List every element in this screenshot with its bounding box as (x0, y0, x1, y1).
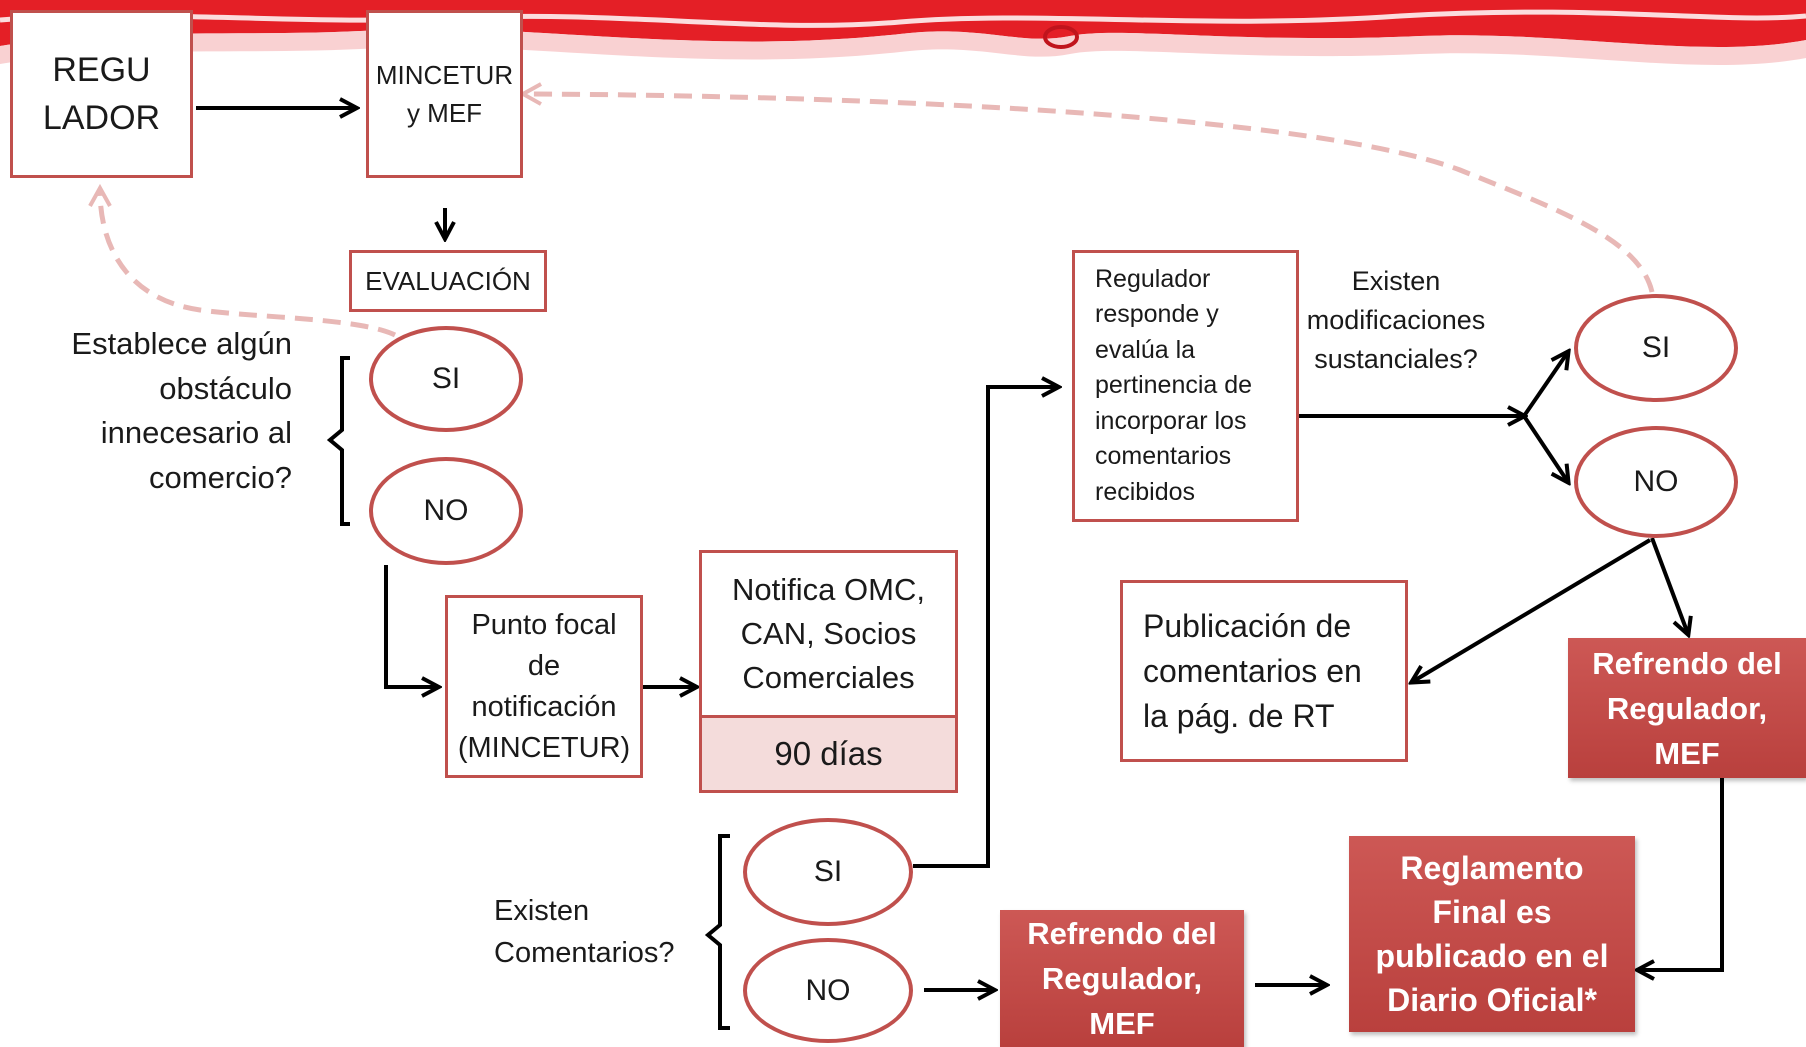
dashed-si-to-regulador (100, 190, 397, 338)
question-obstaculo: Establece algún obstáculo innecesario al… (71, 326, 292, 495)
publicacion-box: Publicación de comentarios en la pág. de… (1120, 580, 1408, 762)
arrow-no-to-publicacion (1412, 538, 1652, 682)
notifica-box: Notifica OMC, CAN, Socios Comerciales (699, 550, 958, 718)
si-option-modificaciones: SI (1574, 294, 1738, 402)
arrow-refrendo2-to-reglamento (1638, 778, 1724, 970)
bracket-comentarios (704, 834, 730, 1030)
no-option-obstaculo: NO (369, 457, 523, 565)
brackets (326, 356, 730, 1030)
black-arrows (196, 108, 1724, 990)
bracket-obstaculo (326, 356, 350, 526)
no-option-modificaciones: NO (1574, 426, 1738, 538)
refrendo-box-1: Refrendo del Regulador, MEF (1000, 910, 1244, 1047)
regulador-box: REGU LADOR (10, 10, 193, 178)
no-option-comentarios: NO (743, 938, 913, 1043)
regulador-responde-box: Regulador responde y evalúa la pertinenc… (1072, 250, 1299, 522)
evaluacion-box: EVALUACIÓN (349, 250, 547, 312)
si-option-obstaculo: SI (369, 326, 523, 432)
pink-dashed-arrows (100, 94, 1655, 338)
dashed-si-to-mincetur (525, 94, 1655, 293)
arrow-junction-to-si (1522, 352, 1568, 418)
arrow-junction-to-no (1522, 414, 1568, 482)
arrow-no-to-refrendo-2 (1650, 537, 1688, 634)
punto-focal-box: Punto focal de notificación (MINCETUR) (445, 595, 643, 778)
refrendo-box-2: Refrendo del Regulador, MEF (1568, 638, 1806, 778)
si-option-comentarios: SI (743, 818, 913, 926)
mincetur-mef-box: MINCETUR y MEF (366, 10, 523, 178)
duration-box: 90 días (699, 715, 958, 793)
question-comentarios: Existen Comentarios? (494, 895, 675, 969)
question-modificaciones: Existen modificaciones sustanciales? (1306, 266, 1486, 374)
arrow-no-to-punto-focal (384, 565, 438, 687)
reglamento-final-box: Reglamento Final es publicado en el Diar… (1349, 836, 1635, 1032)
arrow-si-to-regulador-responde (913, 387, 1058, 868)
